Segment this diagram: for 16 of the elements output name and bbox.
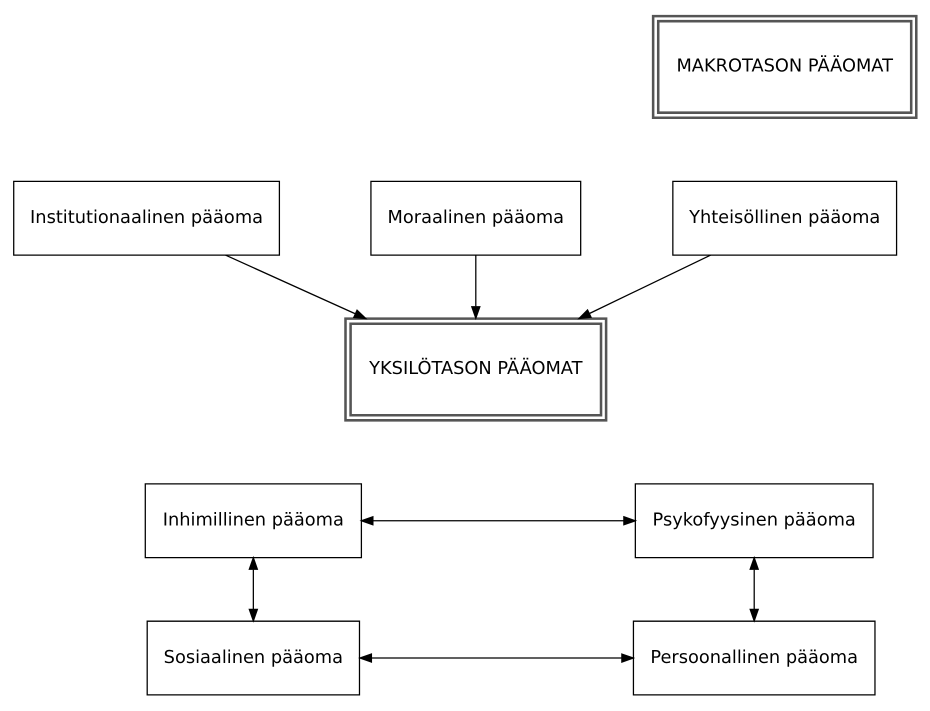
arrow <box>360 516 638 526</box>
node-box: Moraalinen pääoma <box>370 180 582 256</box>
arrow <box>225 254 368 320</box>
arrow <box>749 556 760 623</box>
node-box: Persoonallinen pääoma <box>632 620 876 696</box>
node-box: YKSILÖTASON PÄÄOMAT <box>344 317 608 422</box>
arrow <box>470 255 481 320</box>
arrow <box>358 653 636 663</box>
node-box: Yhteisöllinen pääoma <box>672 180 898 256</box>
arrow <box>577 254 711 320</box>
node-box: Sosiaalinen pääoma <box>146 620 360 696</box>
node-box: MAKROTASON PÄÄOMAT <box>652 14 918 120</box>
node-box: Institutionaalinen pääoma <box>13 180 280 256</box>
arrow <box>248 556 258 623</box>
node-box: Inhimillinen pääoma <box>144 483 362 558</box>
node-box: Psykofyysinen pääoma <box>634 483 874 558</box>
